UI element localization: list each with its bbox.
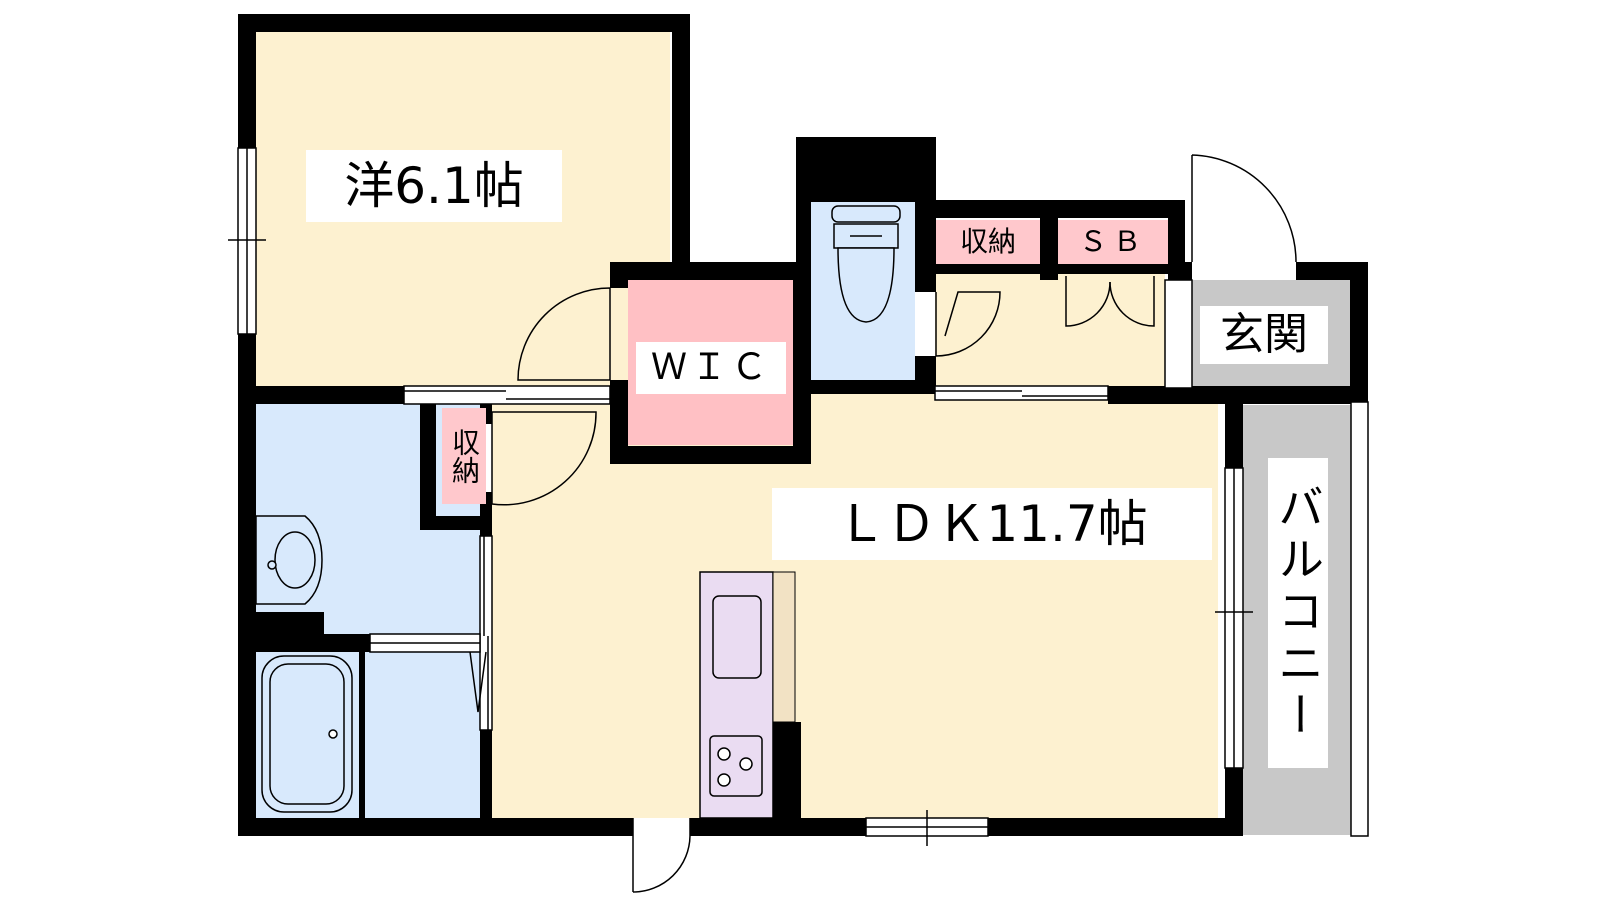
wall-bath-right-lower	[359, 652, 365, 820]
wall-wic-left-lower	[610, 380, 628, 464]
room-label-balcony: バルコニー	[1268, 458, 1328, 768]
wall-wash-bath-divider	[238, 612, 324, 636]
door-bottom	[632, 818, 691, 893]
openings	[228, 147, 1369, 846]
door-toilet	[935, 291, 1001, 357]
wall-western-right	[672, 14, 690, 266]
room-label-western: 洋6.1帖	[306, 150, 562, 222]
wall-bottom-right	[988, 818, 1243, 836]
wall-wet-right-low	[480, 730, 492, 836]
sliding-door-hall	[934, 385, 1109, 401]
wall-toilet-bottom	[796, 380, 936, 394]
walls	[238, 14, 1368, 836]
wall-wic-left-upper	[610, 262, 628, 288]
wall-wash-bath-divider2	[238, 634, 370, 652]
wall-storage-left-box-left	[420, 404, 436, 524]
door-entrance	[1191, 154, 1297, 263]
wall-ldk-right-upper	[1225, 392, 1243, 468]
wall-western-top	[238, 14, 690, 32]
wall-kitchen-end	[773, 722, 801, 836]
fixtures	[255, 205, 901, 813]
wall-bottom-left	[238, 818, 633, 836]
wall-entrance-left-stub	[1180, 262, 1192, 280]
wall-sb-right	[1168, 200, 1185, 280]
wall-storage-left-box-bottom	[420, 516, 492, 530]
door-bath	[469, 651, 487, 713]
sink-fixture	[712, 595, 762, 679]
wall-western-bottom	[238, 386, 404, 404]
kitchen-backsplash	[772, 571, 796, 723]
ldk-floor	[492, 392, 1218, 818]
balcony-rail	[1350, 401, 1369, 837]
wall-entrance-right	[1350, 262, 1368, 402]
room-label-ldk: ＬＤＫ11.7帖	[772, 488, 1212, 560]
door-sb-right	[1109, 276, 1155, 327]
door-entrance-frame	[1164, 279, 1193, 389]
room-label-entrance: 玄関	[1200, 306, 1328, 364]
sliding-door-wash	[479, 535, 493, 731]
door-wic	[517, 287, 611, 381]
room-label-storage-left: 収納	[442, 408, 486, 504]
room-label-wic: ＷＩＣ	[636, 342, 786, 394]
stove-fixture	[709, 735, 763, 797]
wall-toilet-left	[796, 137, 811, 392]
sliding-door-western	[403, 385, 611, 405]
wall-storage-divider	[1040, 200, 1058, 280]
wall-duct	[796, 137, 936, 202]
room-label-storage-top: 収納	[936, 220, 1040, 264]
door-swings	[469, 154, 1297, 893]
toilet-fixture	[831, 205, 901, 323]
wall-wic-top	[610, 262, 800, 280]
room-label-shoe-box: ＳＢ	[1058, 220, 1168, 264]
bathtub-fixture	[261, 655, 353, 813]
wall-western-left-upper	[238, 14, 256, 148]
washbasin-fixture	[255, 515, 323, 605]
door-storage-left	[491, 411, 597, 506]
door-sb-left	[1065, 276, 1111, 327]
hall-floor	[935, 268, 1165, 394]
wall-wic-bottom	[610, 446, 810, 464]
wall-storage-bottom-a	[935, 262, 1040, 274]
wall-storage-bottom-b	[1058, 262, 1168, 274]
